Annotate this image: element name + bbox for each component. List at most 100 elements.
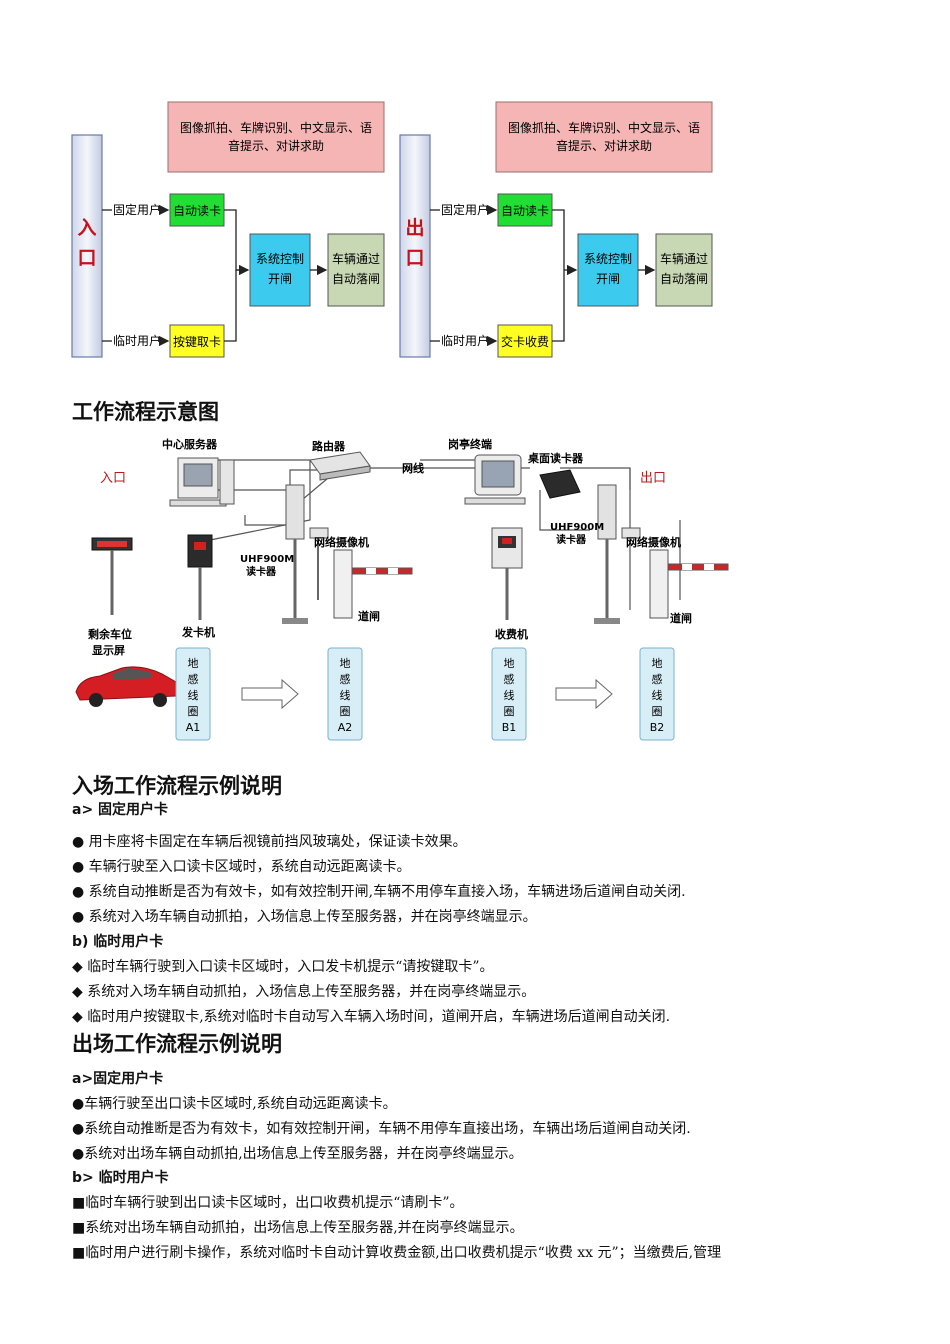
exit-top-box-line2: 音提示、对讲求助 <box>556 138 652 153</box>
exit-section-title: 出场工作流程示例说明 <box>72 1032 282 1056</box>
coil-char: 圈 <box>188 705 199 718</box>
exit-system-control-l2: 开闸 <box>596 272 620 286</box>
exit-temp-user-label: 临时用户 <box>441 333 489 348</box>
coil-char: 圈 <box>340 705 351 718</box>
coil-char: 线 <box>188 688 199 702</box>
entry-uhf-reader-icon <box>282 484 308 624</box>
exit-label: 出口 <box>640 471 666 486</box>
entry-fixed-user-label: 固定用户 <box>113 202 161 217</box>
exit-temp-item-1: ■临时车辆行驶到出口读卡区域时，出口收费机提示“请刷卡”。 <box>72 1195 464 1211</box>
server-computer-icon <box>169 457 235 507</box>
exit-uhf-label-2: 读卡器 <box>556 533 587 546</box>
booth-label: 岗亭终端 <box>448 437 492 451</box>
toll-machine-icon <box>491 527 523 620</box>
coil-id: A2 <box>338 721 353 734</box>
entry-barrier-icon <box>333 549 413 619</box>
coil-char: 圈 <box>504 705 515 718</box>
parking-display-icon <box>91 537 133 615</box>
coil-id: B2 <box>650 721 665 734</box>
exit-flow: 出 口 图像抓拍、车牌识别、中文显示、语 音提示、对讲求助 固定用户 自动读卡 … <box>399 101 713 358</box>
exit-fixed-user-label: 固定用户 <box>441 202 489 217</box>
coil-char: 地 <box>188 657 199 670</box>
entry-flow: 入 口 图像抓拍、车牌识别、中文显示、语 音提示、对讲求助 固定用户 自动读卡 … <box>71 101 385 358</box>
entry-temp-item-1: ◆ 临时车辆行驶到入口读卡区域时，入口发卡机提示“请按键取卡”。 <box>72 959 494 975</box>
exit-system-control-l1: 系统控制 <box>584 252 632 266</box>
exit-result-l1: 车辆通过 <box>660 251 708 266</box>
entry-uhf-label-2: 读卡器 <box>246 565 277 578</box>
exit-barrier-label: 道闸 <box>670 611 692 625</box>
card-machine-label: 发卡机 <box>181 625 215 639</box>
desk-reader-label: 桌面读卡器 <box>527 451 584 465</box>
entry-label: 入口 <box>100 471 126 486</box>
entry-temp-user-label: 临时用户 <box>113 333 161 348</box>
router-icon <box>309 451 371 481</box>
exit-pole-char2: 口 <box>405 247 424 269</box>
coil-char: 线 <box>504 688 515 702</box>
work-flow-diagram: 入 口 图像抓拍、车牌识别、中文显示、语 音提示、对讲求助 固定用户 自动读卡 … <box>71 101 713 358</box>
exit-fixed-card-heading: a>固定用户卡 <box>72 1071 164 1087</box>
coil-b1 <box>491 647 527 741</box>
exit-top-box-line1: 图像抓拍、车牌识别、中文显示、语 <box>508 120 700 135</box>
exit-pay-box <box>497 324 553 358</box>
display-label-1: 剩余车位 <box>88 627 132 641</box>
coil-b2 <box>639 647 675 741</box>
exit-result-box <box>655 233 713 307</box>
router-label: 路由器 <box>312 439 346 453</box>
entry-result-l1: 车辆通过 <box>332 251 380 266</box>
exit-system-control-box <box>577 233 639 307</box>
coil-char: 地 <box>504 657 515 670</box>
coil-a2 <box>327 647 363 741</box>
coil-char: 地 <box>652 657 663 670</box>
entry-barrier-label: 道闸 <box>358 609 380 623</box>
exit-barrier-icon <box>649 549 729 619</box>
entry-result-box <box>327 233 385 307</box>
coil-char: 地 <box>340 657 351 670</box>
entry-fixed-card-heading: a> 固定用户卡 <box>72 802 169 818</box>
entry-pole-char2: 口 <box>77 247 96 269</box>
exit-uhf-label-1: UHF900M <box>550 522 604 533</box>
coil-char: 线 <box>652 688 663 702</box>
coil-id: B1 <box>502 721 517 734</box>
display-label-2: 显示屏 <box>92 644 125 657</box>
exit-auto-read-label: 自动读卡 <box>501 204 549 218</box>
exit-fixed-item-1: ●车辆行驶至出口读卡区域时,系统自动远距离读卡。 <box>72 1096 397 1112</box>
entry-key-card-box <box>169 324 225 358</box>
exit-fixed-item-2: ●系统自动推断是否为有效卡，如有效控制开闸，车辆不用停车直接出场，车辆出场后道闸… <box>72 1121 691 1137</box>
coil-id: A1 <box>186 721 201 734</box>
entry-temp-item-2: ◆ 系统对入场车辆自动抓拍，入场信息上传至服务器，并在岗亭终端显示。 <box>72 984 536 1000</box>
coil-char: 圈 <box>652 705 663 718</box>
entry-top-box-line1: 图像抓拍、车牌识别、中文显示、语 <box>180 120 372 135</box>
server-label: 中心服务器 <box>162 437 218 451</box>
entry-fixed-item-3: ● 系统自动推断是否为有效卡，如有效控制开闸,车辆不用停车直接入场，车辆进场后道… <box>72 884 686 900</box>
diagram-caption: 工作流程示意图 <box>72 400 219 424</box>
entry-fixed-item-4: ● 系统对入场车辆自动抓拍，入场信息上传至服务器，并在岗亭终端显示。 <box>72 909 537 925</box>
exit-temp-item-3: ■临时用户进行刷卡操作，系统对临时卡自动计算收费金额,出口收费机提示“收费 xx… <box>72 1245 722 1261</box>
exit-camera-icon <box>621 527 641 539</box>
exit-pole-char1: 出 <box>405 216 424 239</box>
entry-key-card-label: 按键取卡 <box>173 335 221 349</box>
desk-reader-icon <box>539 469 581 499</box>
entry-pole-char1: 入 <box>77 217 96 239</box>
entry-pole <box>71 134 103 358</box>
toll-machine-label: 收费机 <box>495 627 528 641</box>
coil-char: 感 <box>340 673 351 686</box>
exit-top-box <box>495 101 713 173</box>
entry-uhf-label-1: UHF900M <box>240 554 294 565</box>
exit-pole <box>399 134 431 358</box>
exit-pay-label: 交卡收费 <box>501 334 549 349</box>
exit-result-l2: 自动落闸 <box>660 272 708 286</box>
entry-temp-card-heading: b) 临时用户卡 <box>72 934 164 950</box>
entry-temp-item-3: ◆ 临时用户按键取卡,系统对临时卡自动写入车辆入场时间，道闸开启，车辆进场后道闸… <box>72 1009 671 1025</box>
coil-char: 感 <box>188 673 199 686</box>
entry-camera-icon <box>309 527 329 600</box>
exit-fixed-item-3: ●系统对出场车辆自动抓拍,出场信息上传至服务器，并在岗亭终端显示。 <box>72 1146 523 1162</box>
entry-section-title: 入场工作流程示例说明 <box>72 774 282 798</box>
entry-auto-read-label: 自动读卡 <box>173 204 221 218</box>
coil-char: 感 <box>652 673 663 686</box>
entry-top-box-line2: 音提示、对讲求助 <box>228 138 324 153</box>
exit-camera-label: 网络摄像机 <box>626 535 681 549</box>
entry-top-box <box>167 101 385 173</box>
system-topology-diagram: 入口 出口 中心服务器 路由器 网线 岗亭终端 桌面读卡器 UHF900M 读卡… <box>75 437 729 741</box>
booth-computer-icon <box>464 454 526 505</box>
